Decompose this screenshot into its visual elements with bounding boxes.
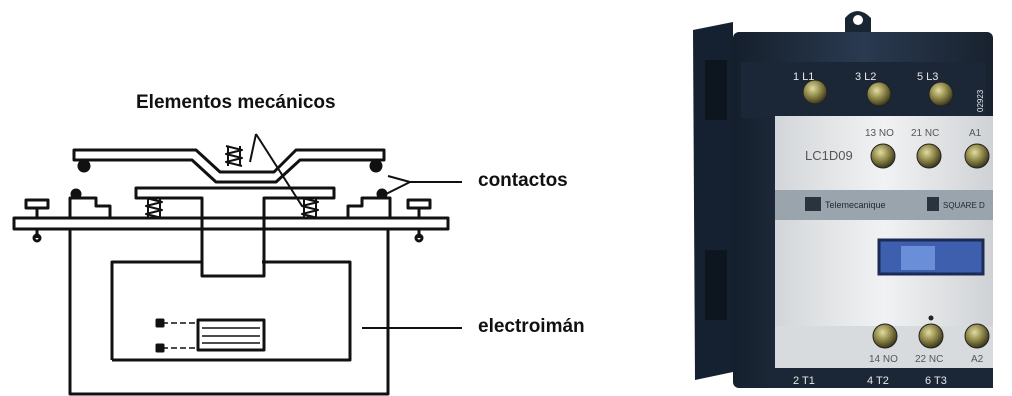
fixed-core (198, 320, 264, 350)
aux-label-13no: 13 NO (865, 128, 894, 139)
label-electromagnet: electroimán (478, 316, 585, 338)
aux-label-14no: 14 NO (869, 354, 898, 365)
contactor-photo: 1 L1 3 L2 5 L3 02923 2 T1 4 T2 6 T3 13 N… (655, 0, 1012, 396)
terminal-label-6: 6 T3 (925, 375, 947, 387)
terminal-screw-left (26, 200, 48, 241)
aux-label-22nc: 22 NC (915, 354, 943, 365)
brand2-label: SQUARE D (943, 201, 985, 210)
return-spring-right (302, 198, 318, 218)
label-contacts: contactos (478, 170, 568, 192)
aux-label-21nc: 21 NC (911, 128, 939, 139)
fixed-contact-left (70, 198, 110, 218)
return-spring-left (146, 198, 162, 218)
model-label: LC1D09 (805, 148, 853, 163)
terminal-label-4: 4 T2 (867, 375, 889, 387)
base-plate (14, 218, 448, 229)
label-mechanical-elements: Elementos mecánicos (136, 92, 336, 114)
brand-label: Telemecanique (825, 200, 886, 210)
fixed-contact-right (348, 198, 390, 218)
terminal-label-5: 5 L3 (917, 71, 938, 83)
terminal-label-2: 2 T1 (793, 375, 815, 387)
terminal-screw-right (408, 200, 430, 241)
terminal-label-1: 1 L1 (793, 71, 814, 83)
terminal-label-3: 3 L2 (855, 71, 876, 83)
pointer-contacts (386, 176, 462, 194)
aux-label-a2: A2 (971, 354, 984, 365)
aux-label-a1: A1 (969, 128, 982, 139)
contact-spring-top (226, 146, 242, 166)
side-code: 02923 (976, 89, 985, 112)
electromagnet-frame (70, 228, 388, 394)
